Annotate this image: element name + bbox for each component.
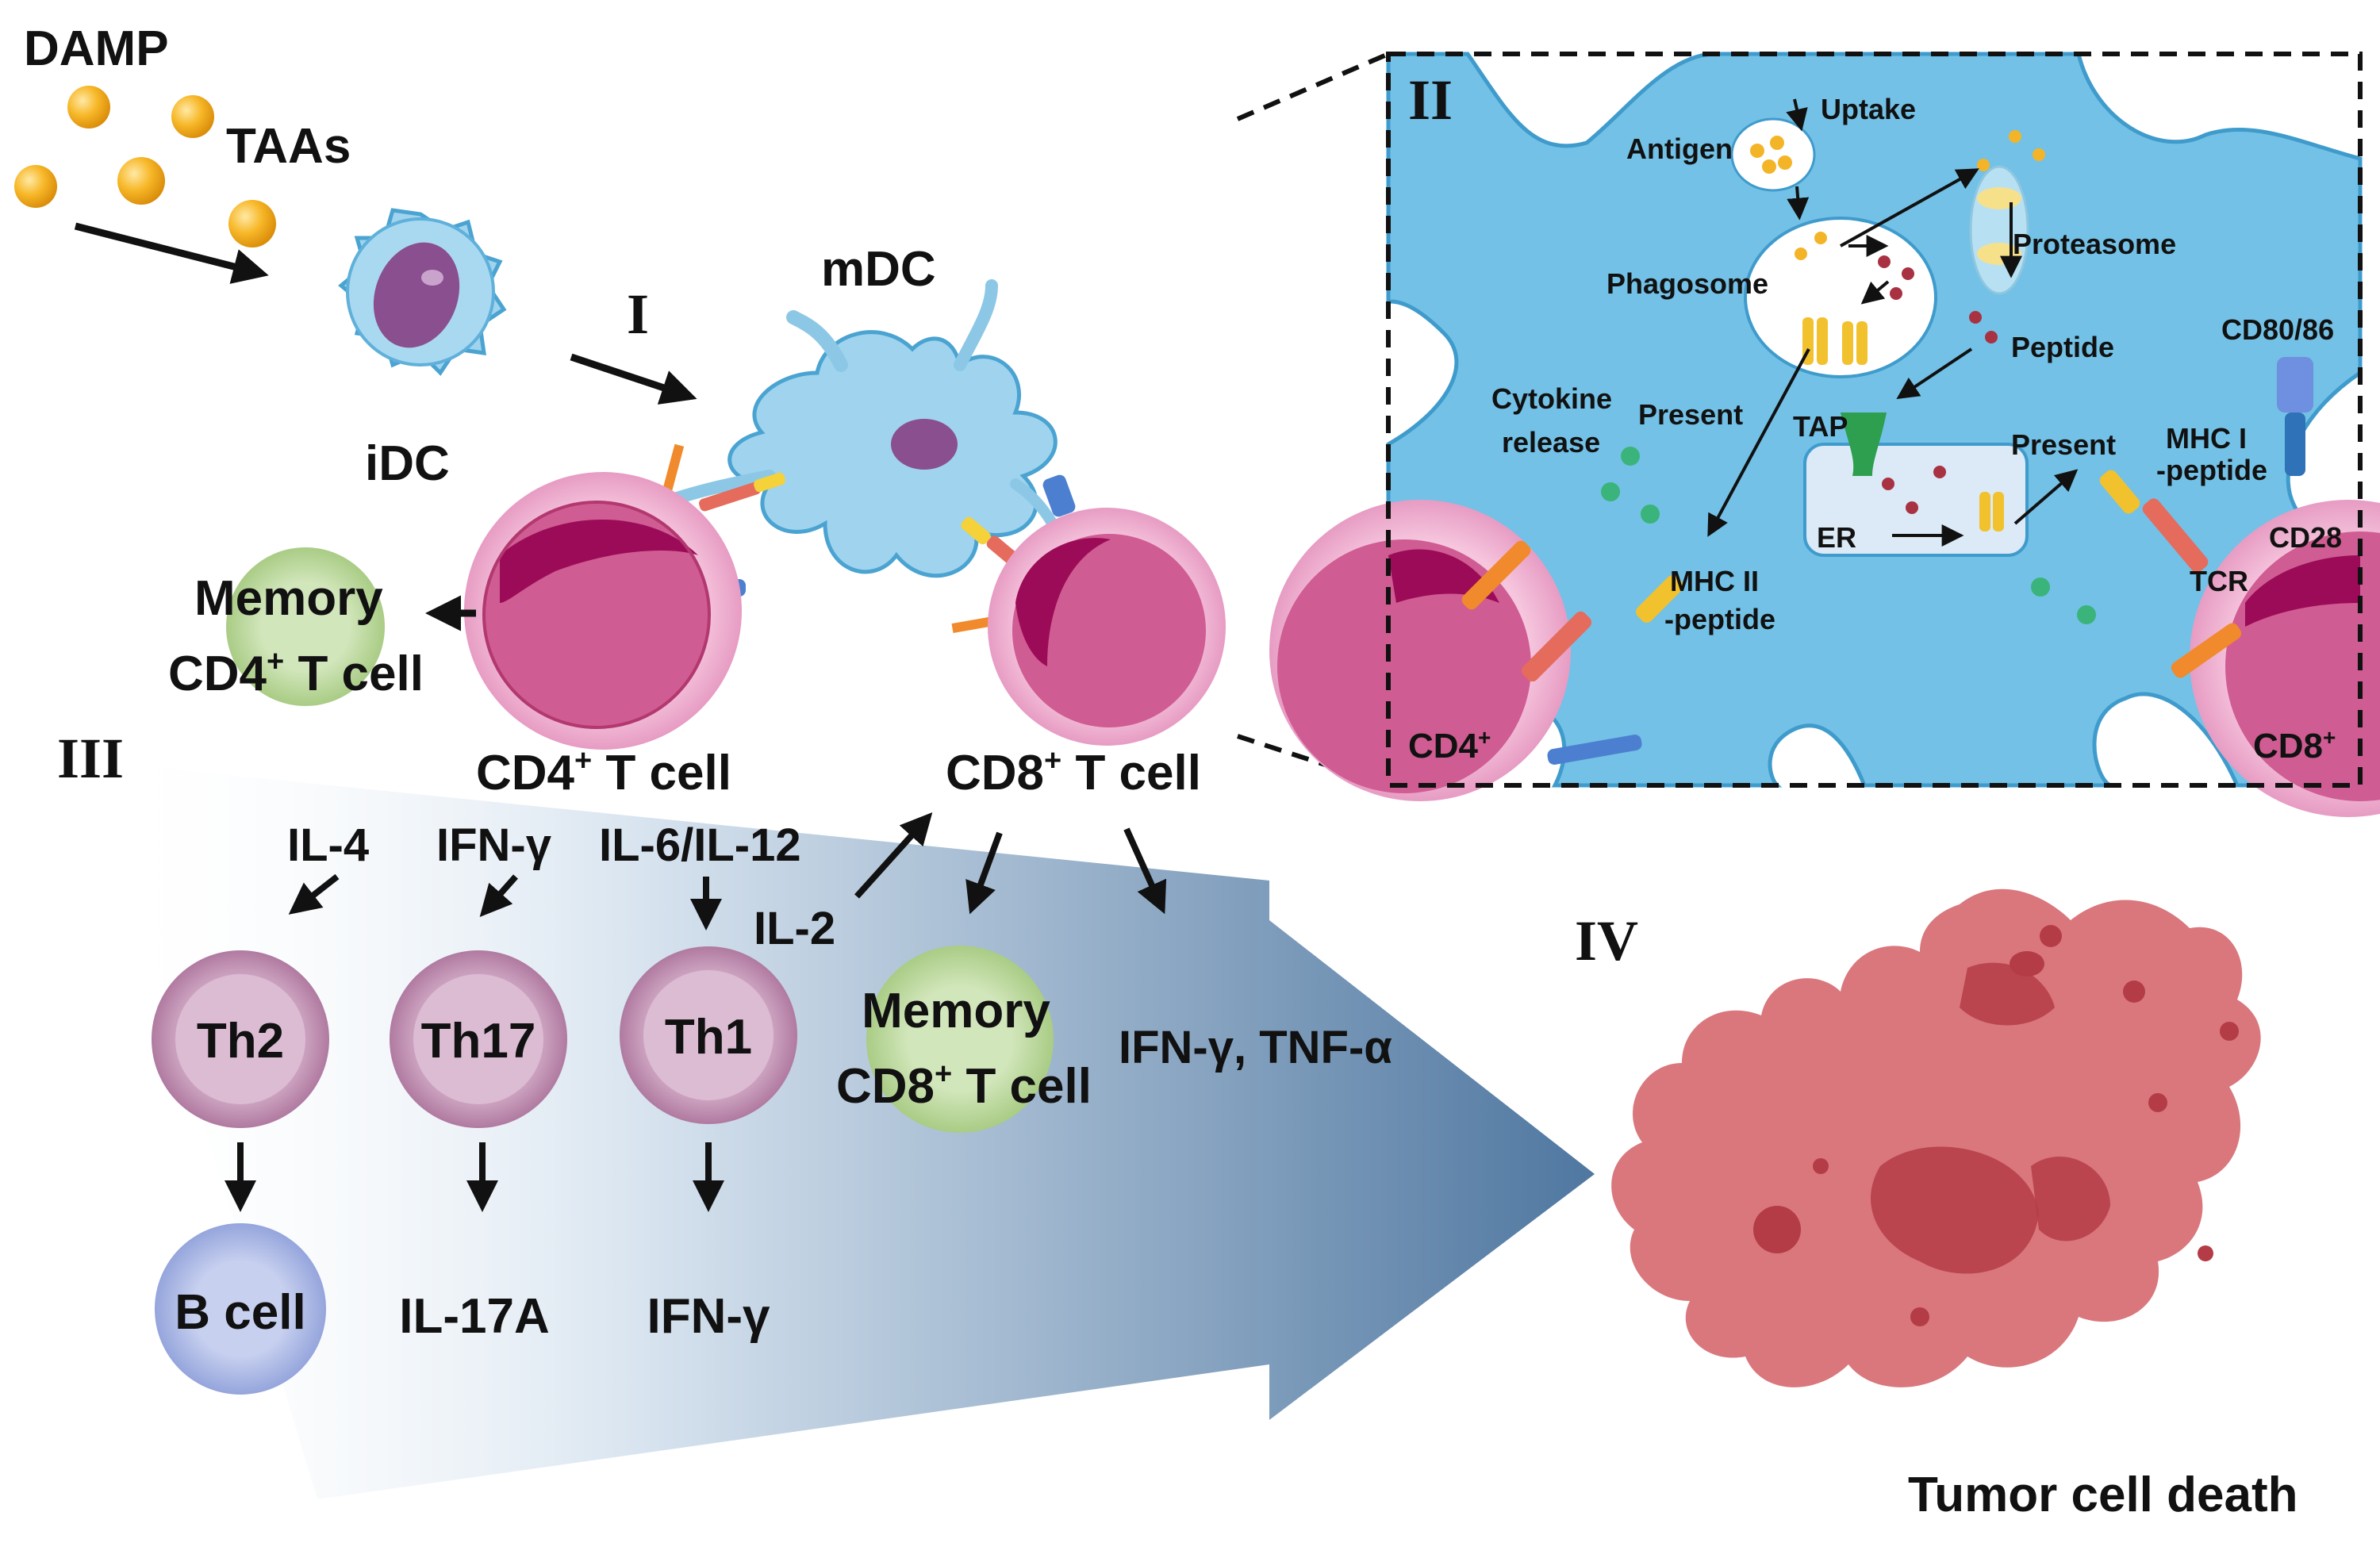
inset-mhc1-b: -peptide [2156,454,2267,486]
antigen-particle [117,157,165,205]
inset-phagosome: Phagosome [1606,267,1768,300]
cd8-t-cell-large [988,508,1226,746]
antigen-particle [14,165,57,208]
inset-cd28: CD28 [2269,521,2342,554]
mdc-label: mDC [821,242,936,297]
arrow-to-th2 [288,873,340,915]
zoom-line-top [1236,52,1390,121]
b-cell [155,1223,326,1395]
inset-cd4: CD4+ [1408,725,1491,766]
big-progression-arrow [95,762,1595,1499]
arrow-il2-to-cd8 [854,812,933,899]
inset-tap: TAP [1793,410,1848,443]
bcell-label: B cell [175,1285,305,1340]
inset-tcr: TCR [2190,565,2248,597]
inset-cd80-86: CD80/86 [2221,313,2334,346]
arrow-to-th17 [479,874,518,917]
ifng-out-label: IFN-γ [647,1289,771,1344]
inset-panel: II Uptake Antigen Proteasome Phagosome P… [1236,52,2380,817]
idc-label: iDC [365,436,450,491]
arrow-to-ifng-tnfa [1123,827,1167,915]
inset-cd8-cell [2190,500,2380,817]
th17-cell [390,950,567,1128]
roman-I: I [627,282,649,346]
taas-label: TAAs [226,119,351,174]
tap-transporter [1841,413,1887,476]
cd8-t-cell-label: CD8+ T cell [946,744,1201,800]
roman-III: III [57,727,124,790]
antigen-particle [67,86,110,129]
memory-cd4-cell [226,547,385,706]
ifng-label: IFN-γ [436,819,552,871]
inset-cytokine: Cytokine [1491,382,1612,415]
il4-label: IL-4 [287,819,369,871]
inset-antigen: Antigen [1626,132,1733,165]
th2-label: Th2 [197,1014,284,1069]
arrow-to-idc [74,222,269,284]
antigen-particle [171,95,214,138]
memory-cd8-cell [866,946,1054,1133]
inset-er: ER [1817,521,1856,554]
cd4-t-cell-large [464,472,742,750]
th2-cell [152,950,329,1128]
cd4-t-cell-label: CD4+ T cell [476,744,731,800]
memory-cd4-line1: Memory [194,571,383,626]
antigen-particles [14,86,276,248]
th1-label: Th1 [665,1010,752,1065]
damp-label: DAMP [24,21,169,76]
uptake-vesicle [1730,117,1816,192]
ifng-tnfa-label: IFN-γ, TNF-α [1119,1022,1392,1073]
phagosome-vesicle [1744,217,1937,378]
memory-cd8-line1: Memory [862,984,1050,1038]
memory-cd8-line2: CD8+ T cell [836,1057,1092,1114]
memory-cd4-line2: CD4+ T cell [168,645,424,701]
tumor-mass [1611,888,2261,1387]
arrow-to-mdc [570,353,697,405]
inset-mhc2-a: MHC II [1670,565,1759,597]
il6-il12-label: IL-6/IL-12 [599,819,801,871]
inset-present-right: Present [2011,428,2116,461]
idc-cell [338,208,507,376]
antigen-particle [228,200,276,248]
inset-mhc2-b: -peptide [1664,603,1775,635]
mdc-cell [644,279,1069,578]
th1-cell [620,946,797,1124]
inset-proteasome: Proteasome [2013,228,2176,260]
il17a-label: IL-17A [399,1289,549,1344]
inset-release: release [1502,426,1600,459]
inset-mhc1-a: MHC I [2166,422,2247,455]
inset-uptake: Uptake [1821,93,1916,125]
th17-label: Th17 [421,1014,536,1069]
inset-cd8: CD8+ [2253,725,2336,766]
inset-border [1386,52,2363,788]
inset-present-left: Present [1638,398,1743,431]
inset-peptide: Peptide [2011,331,2114,363]
roman-IV: IV [1575,909,1638,973]
il2-label: IL-2 [754,903,835,954]
roman-II: II [1408,68,1453,132]
tumor-death-label: Tumor cell death [1908,1468,2298,1522]
arrow-to-memory-cd8 [965,831,1003,915]
